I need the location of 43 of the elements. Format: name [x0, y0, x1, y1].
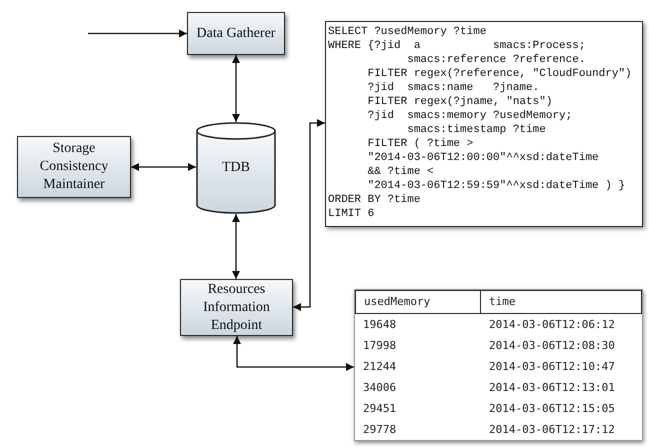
code-line: FILTER regex(?reference, "CloudFoundry")	[366, 67, 632, 81]
code-line: FILTER regex(?jname, "nats")	[366, 95, 552, 109]
code-line: WHERE {?jid a smacs:Process;	[328, 39, 586, 53]
table-cell-text: 2014-03-06T12:10:47	[488, 358, 616, 374]
process-box	[17, 136, 131, 198]
code-line: ?jid smacs:name ?jname.	[366, 81, 540, 95]
code-line: FILTER ( ?time >	[366, 137, 474, 151]
table-cell-text: 17998	[362, 338, 398, 354]
code-line: smacs:timestamp ?time	[406, 123, 546, 137]
process-box	[180, 279, 293, 336]
table-cell-text: 2014-03-06T12:06:12	[488, 316, 616, 332]
table-cell-text: 2014-03-06T12:15:05	[488, 400, 616, 416]
code-line: SELECT ?usedMemory ?time	[328, 25, 486, 39]
column-header: time	[481, 290, 642, 314]
arrow	[232, 214, 240, 279]
query-box	[325, 21, 643, 227]
table-cell-text: 2014-03-06T12:13:01	[488, 380, 616, 396]
table-cell-text: 34006	[362, 380, 398, 396]
table-cell-text: 21244	[362, 358, 398, 374]
code-line: ?jid smacs:memory ?usedMemory;	[366, 109, 572, 123]
table-cell-text: 19648	[362, 316, 398, 332]
arrow	[293, 119, 325, 311]
table-cell-text: 29451	[362, 400, 398, 416]
table-cell-text: 2014-03-06T12:08:30	[488, 338, 616, 354]
arrow	[88, 30, 187, 38]
code-line: smacs:reference ?reference.	[406, 53, 586, 67]
code-line: "2014-03-06T12:59:59"^^xsd:dateTime ) }	[366, 179, 626, 193]
table-cell-text: 2014-03-06T12:17:12	[488, 422, 616, 438]
process-box	[187, 12, 285, 55]
code-line: ORDER BY ?time	[328, 193, 420, 207]
code-line: && ?time <	[366, 165, 434, 179]
node-label: Data Gatherer	[196, 24, 276, 42]
column-header: usedMemory	[355, 290, 481, 314]
arrow	[233, 336, 354, 371]
arrow	[131, 163, 196, 171]
code-line: "2014-03-06T12:00:00"^^xsd:dateTime	[366, 151, 599, 165]
code-line: LIMIT 6	[328, 207, 374, 221]
arrow	[232, 55, 240, 122]
node-label: TDB	[222, 159, 250, 177]
node-label: Resources Information Endpoint	[202, 280, 271, 334]
node-label: Storage Consistency Maintainer	[38, 140, 110, 194]
result-table	[354, 289, 643, 441]
table-cell-text: 29778	[362, 422, 398, 438]
